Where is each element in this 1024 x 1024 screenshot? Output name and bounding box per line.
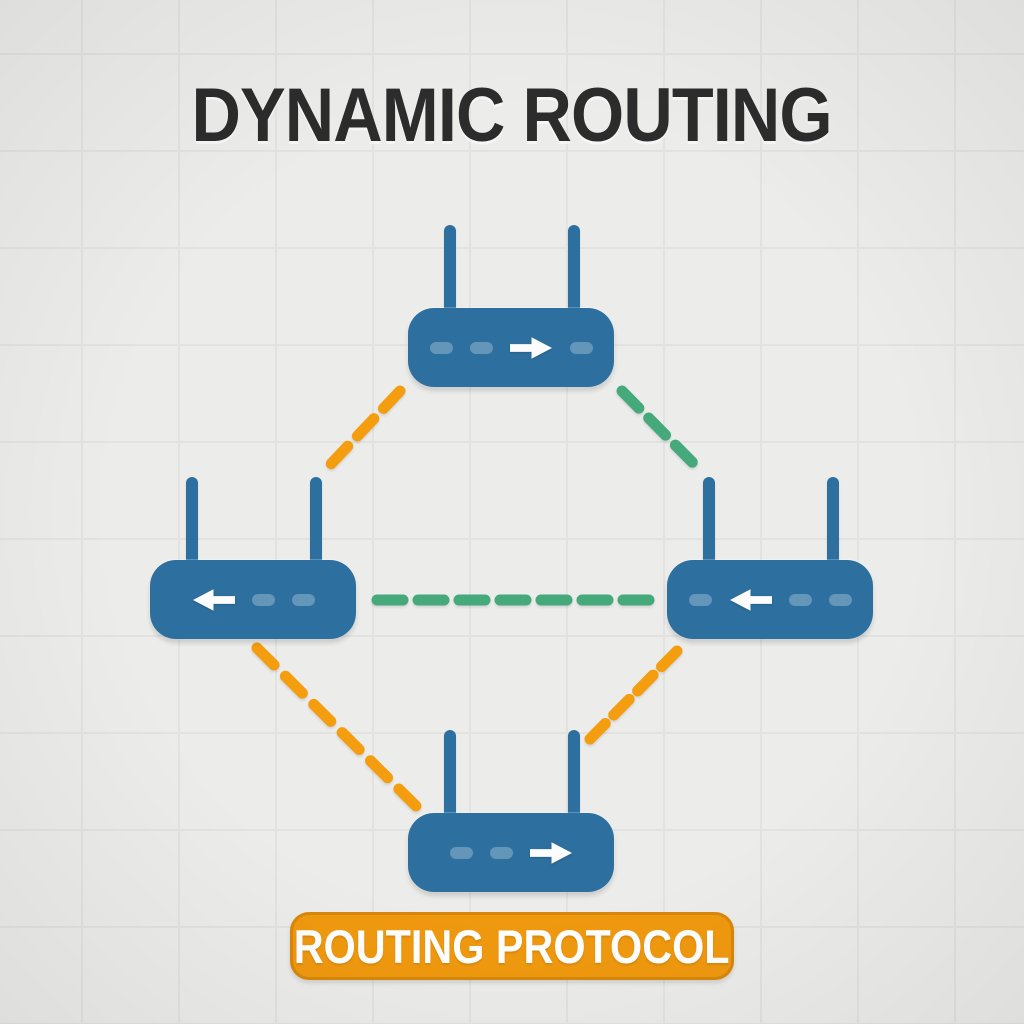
arrow-left-icon bbox=[729, 588, 772, 611]
antenna-icon bbox=[568, 225, 580, 315]
router-body bbox=[408, 813, 614, 892]
led-dash bbox=[429, 341, 453, 354]
led-dash bbox=[449, 846, 473, 859]
routing-protocol-badge: ROUTING PROTOCOL bbox=[290, 912, 734, 980]
link-router-left-router-bottom bbox=[251, 642, 422, 812]
antenna-icon bbox=[444, 730, 456, 820]
indicator-row bbox=[429, 336, 593, 360]
routing-protocol-badge-label: ROUTING PROTOCOL bbox=[294, 919, 730, 973]
antenna-icon bbox=[827, 477, 839, 567]
antenna-icon bbox=[444, 225, 456, 315]
router-body bbox=[667, 560, 873, 639]
indicator-row bbox=[192, 588, 315, 612]
link-router-right-router-bottom bbox=[584, 645, 683, 745]
page-title-text: DYNAMIC ROUTING bbox=[191, 73, 833, 158]
link-router-top-router-right bbox=[616, 385, 704, 474]
led-dash bbox=[688, 593, 712, 606]
led-dash bbox=[489, 846, 513, 859]
led-dash bbox=[251, 593, 275, 606]
router-body bbox=[150, 560, 356, 639]
router-left bbox=[150, 477, 356, 639]
led-dash bbox=[569, 341, 593, 354]
router-top bbox=[408, 225, 614, 387]
led-dash bbox=[469, 341, 493, 354]
antenna-icon bbox=[186, 477, 198, 567]
page-title: DYNAMIC ROUTING bbox=[0, 78, 1024, 154]
led-dash bbox=[828, 593, 852, 606]
indicator-row bbox=[688, 588, 852, 612]
arrow-right-icon bbox=[509, 336, 552, 359]
router-body bbox=[408, 308, 614, 387]
led-dash bbox=[788, 593, 812, 606]
link-router-top-router-left bbox=[323, 385, 406, 472]
router-bottom bbox=[408, 730, 614, 892]
indicator-row bbox=[449, 841, 573, 865]
antenna-icon bbox=[310, 477, 322, 567]
router-right bbox=[667, 477, 873, 639]
antenna-icon bbox=[568, 730, 580, 820]
led-dash bbox=[291, 593, 315, 606]
antenna-icon bbox=[703, 477, 715, 567]
arrow-right-icon bbox=[529, 841, 572, 864]
arrow-left-icon bbox=[192, 588, 235, 611]
